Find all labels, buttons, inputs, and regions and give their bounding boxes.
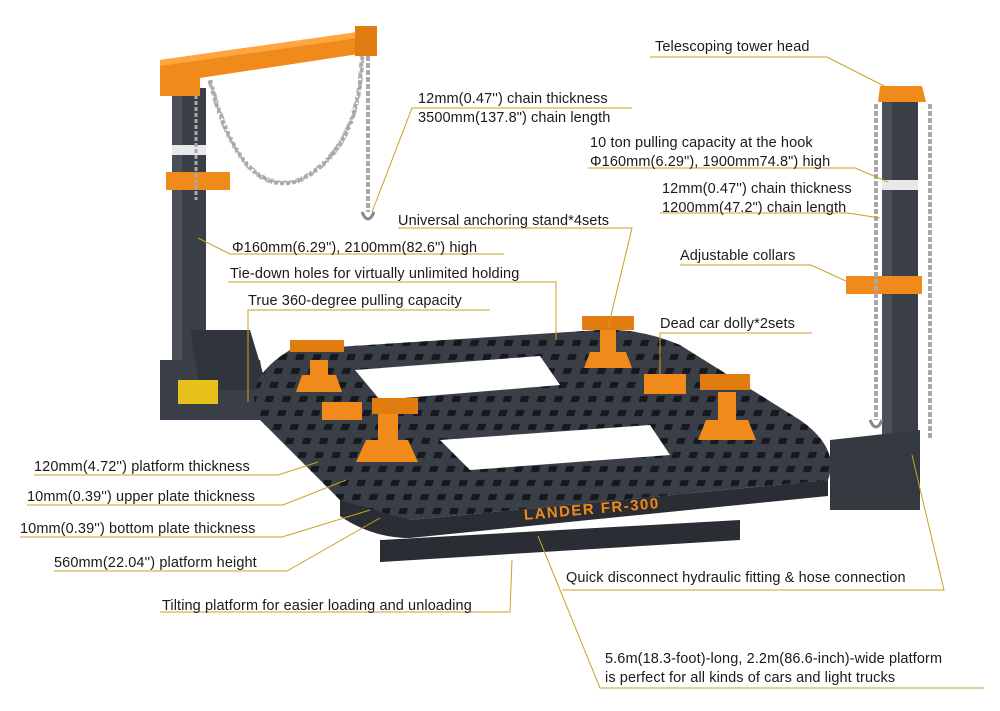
label-bottom-plate: 10mm(0.39'') bottom plate thickness [20, 521, 256, 537]
label-right-tower-size: Φ160mm(6.29"), 1900mm74.8") high [590, 154, 831, 170]
warning-plate [178, 380, 218, 404]
left-hook [360, 211, 376, 221]
dead-car-dolly-1 [322, 402, 362, 420]
dead-car-dolly-2 [644, 374, 686, 394]
left-chain-loop [207, 55, 365, 186]
label-pull-capacity: 10 ton pulling capacity at the hook [590, 135, 813, 151]
label-upper-plate: 10mm(0.39'') upper plate thickness [27, 489, 256, 505]
label-chain-left-thickness: 12mm(0.47'') chain thickness [418, 91, 608, 107]
label-360-pulling: True 360-degree pulling capacity [248, 293, 462, 309]
label-tie-down: Tie-down holes for virtually unlimited h… [230, 266, 520, 282]
label-tilting-platform: Tilting platform for easier loading and … [162, 598, 472, 614]
right-tower [830, 86, 926, 510]
leader-lines [20, 56, 984, 689]
label-chain-left-length: 3500mm(137.8") chain length [418, 110, 611, 126]
anchoring-stand-1 [290, 340, 344, 392]
label-platform-height: 560mm(22.04'') platform height [54, 555, 257, 571]
right-collar [846, 276, 922, 294]
platform [254, 329, 831, 538]
label-dead-car-dolly: Dead car dolly*2sets [660, 316, 795, 332]
label-chain-right-length: 1200mm(47.2") chain length [662, 200, 847, 216]
label-left-tower-size: Φ160mm(6.29"), 2100mm(82.6") high [232, 240, 478, 256]
label-platform-thickness: 120mm(4.72'') platform thickness [34, 459, 250, 475]
label-chain-right-thickness: 12mm(0.47'') chain thickness [662, 181, 852, 197]
right-tower-head [878, 86, 926, 102]
left-collar [166, 172, 230, 190]
label-dimensions-note: is perfect for all kinds of cars and lig… [605, 670, 896, 686]
anchoring-stand-4 [698, 374, 756, 440]
right-hook [868, 419, 884, 429]
label-dimensions: 5.6m(18.3-foot)-long, 2.2m(86.6-inch)-wi… [605, 651, 943, 667]
left-tower-head [160, 26, 377, 190]
anchoring-stand-2 [356, 398, 418, 462]
label-anchoring-stand: Universal anchoring stand*4sets [398, 213, 610, 229]
label-hydraulic-fitting: Quick disconnect hydraulic fitting & hos… [566, 570, 906, 586]
label-adjustable-collars: Adjustable collars [680, 248, 796, 264]
label-tower-head: Telescoping tower head [655, 39, 810, 55]
anchoring-stand-3 [582, 316, 634, 368]
